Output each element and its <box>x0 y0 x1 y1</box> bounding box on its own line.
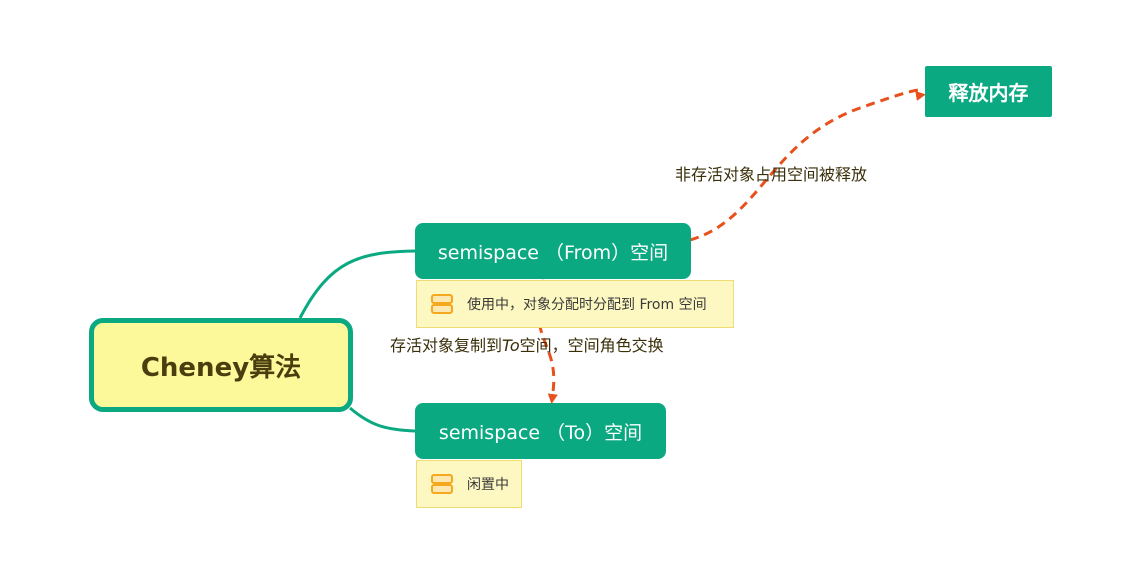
note-to-space-text: 闲置中 <box>467 477 509 493</box>
note-to-space[interactable]: 闲置中 <box>416 460 522 508</box>
topic-from-space[interactable]: semispace （From）空间 <box>415 223 691 279</box>
release-relationship-label[interactable]: 非存活对象占用空间被释放 <box>675 165 868 184</box>
topic-release-memory-label: 释放内存 <box>948 81 1029 105</box>
copy-label-suffix: 空间，空间角色交换 <box>519 336 664 355</box>
root-topic-cheney[interactable]: Cheney算法 <box>89 318 353 412</box>
copy-relationship-label[interactable]: 存活对象复制到To空间，空间角色交换 <box>390 332 664 356</box>
topic-release-memory[interactable]: 释放内存 <box>925 66 1052 117</box>
note-icon <box>431 294 453 314</box>
branch-root-to-from <box>298 249 416 319</box>
copy-label-to: To <box>502 336 520 355</box>
root-topic-label: Cheney算法 <box>140 352 302 383</box>
note-from-space[interactable]: 使用中，对象分配时分配到 From 空间 <box>416 280 734 328</box>
topic-to-space-label: semispace （To）空间 <box>438 421 643 444</box>
note-from-space-text: 使用中，对象分配时分配到 From 空间 <box>467 297 707 313</box>
copy-label-prefix: 存活对象复制到 <box>390 336 503 355</box>
topic-from-space-label: semispace （From）空间 <box>437 241 669 264</box>
topic-to-space[interactable]: semispace （To）空间 <box>415 403 666 459</box>
branch-root-to-to <box>349 406 416 433</box>
note-icon <box>431 474 453 494</box>
